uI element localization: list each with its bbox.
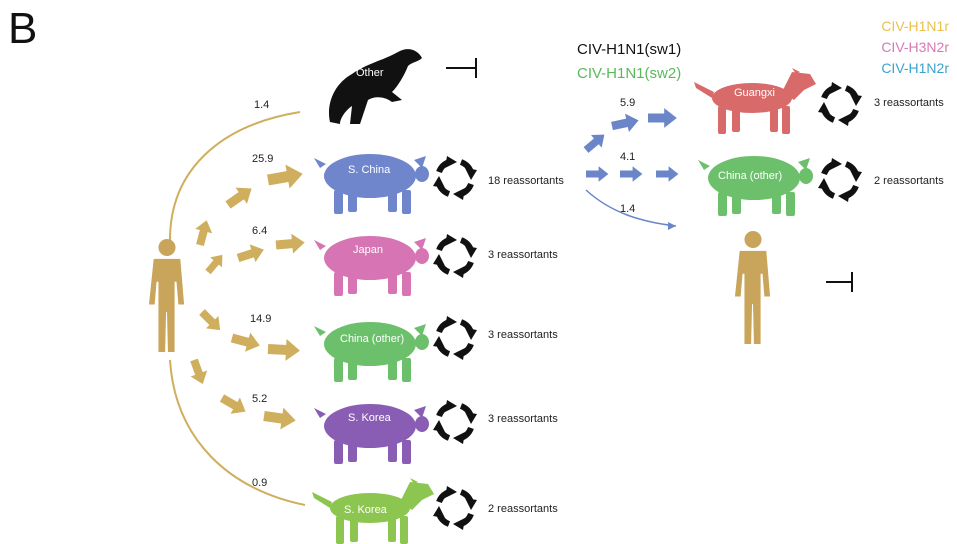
arrow-to-s-china (191, 162, 304, 247)
flow-value-human-right: 1.4 (620, 203, 635, 215)
flow-value-s-korea-pig: 5.2 (252, 393, 267, 405)
host-label-guangxi: Guangxi (734, 87, 775, 99)
no-reassortment-mark-other (446, 58, 476, 78)
host-china-other-pig-right: China (other) (698, 156, 813, 216)
host-label-china-other-right: China (other) (718, 170, 782, 182)
flow-arrows-left (186, 162, 306, 431)
arrow-to-guangxi (581, 108, 677, 156)
host-s-korea-pig: S. Korea (314, 404, 429, 464)
host-label-s-korea-pig: S. Korea (348, 412, 392, 424)
arrow-to-s-korea-pig (186, 357, 297, 431)
host-label-other: Other (356, 67, 384, 79)
host-label-s-korea-dog: S. Korea (344, 504, 388, 516)
flow-value-china-other: 14.9 (250, 313, 271, 325)
host-other-ferret: Other (329, 49, 422, 124)
reassortment-icon-s-china (433, 156, 477, 200)
host-s-china-pig: S. China (314, 154, 429, 214)
human-right (735, 231, 770, 344)
reassortment-icon-s-korea-pig (433, 400, 477, 444)
flow-arc-to-s-korea-dog (170, 360, 305, 505)
flow-arrows-right (581, 108, 679, 182)
arrow-to-china-other (196, 306, 301, 362)
arrow-to-china-other-right (586, 166, 678, 181)
flow-value-guangxi: 5.9 (620, 97, 635, 109)
reassortment-icon-china-other (433, 316, 477, 360)
reassortant-count-china-other: 3 reassortants (488, 329, 558, 341)
host-label-s-china: S. China (348, 164, 391, 176)
human-source-left (149, 239, 184, 352)
reassortant-count-japan: 3 reassortants (488, 249, 558, 261)
flow-value-china-other-right: 4.1 (620, 151, 635, 163)
host-s-korea-dog: S. Korea (312, 478, 434, 544)
reassortant-count-s-china: 18 reassortants (488, 175, 564, 187)
host-china-other-pig: China (other) (314, 322, 429, 382)
reassortant-count-guangxi: 3 reassortants (874, 97, 944, 109)
reassortant-count-s-korea-pig: 3 reassortants (488, 413, 558, 425)
flow-value-japan: 6.4 (252, 225, 267, 237)
reassortment-icon-s-korea-dog (433, 486, 477, 530)
reassortant-count-china-other-right: 2 reassortants (874, 175, 944, 187)
host-label-china-other: China (other) (340, 333, 404, 345)
reassortment-icon-japan (433, 234, 477, 278)
arrow-to-japan (202, 233, 305, 277)
no-reassortment-mark-human (826, 272, 852, 292)
flow-value-s-china: 25.9 (252, 153, 273, 165)
host-japan-pig: Japan (314, 236, 429, 296)
reassortment-icon-china-other-right (818, 158, 862, 202)
arrow-head-to-human-right (668, 222, 676, 230)
host-guangxi-dog: Guangxi (694, 68, 816, 134)
flow-value-s-korea-dog: 0.9 (252, 477, 267, 489)
reassortment-icon-guangxi (818, 82, 862, 126)
flow-value-other: 1.4 (254, 99, 269, 111)
host-label-japan: Japan (353, 244, 383, 256)
reassortant-count-s-korea-dog: 2 reassortants (488, 503, 558, 515)
